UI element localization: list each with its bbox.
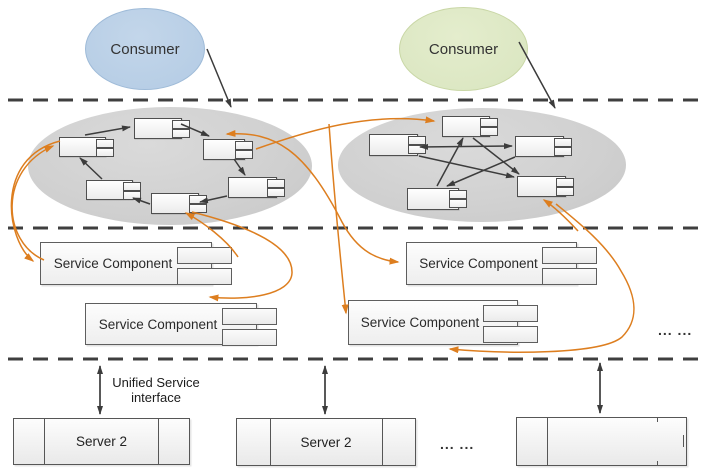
- component-tab: [556, 187, 574, 196]
- component-icon: [59, 137, 114, 157]
- component-icon: [515, 136, 572, 157]
- service-component-box-2: Service Component: [85, 303, 277, 346]
- server-divider: [547, 417, 548, 466]
- component-tab: [480, 118, 498, 127]
- server-box-3: [516, 417, 687, 466]
- component-tab: [235, 141, 253, 150]
- component-tab: [408, 136, 426, 145]
- component-tab: [189, 204, 207, 213]
- consumer-ellipse-left: Consumer: [85, 8, 205, 90]
- component-icon: [203, 139, 253, 160]
- server-divider: [382, 418, 383, 466]
- component-tab: [267, 179, 285, 188]
- service-component-box-3: Service Component: [406, 242, 597, 285]
- component-tab: [222, 329, 277, 346]
- component-tab: [408, 145, 426, 154]
- component-tab: [235, 150, 253, 159]
- component-tab: [480, 127, 498, 136]
- service-component-label: Service Component: [53, 256, 173, 271]
- server-divider: [270, 418, 271, 466]
- component-tab: [542, 268, 597, 285]
- service-component-box-4: Service Component: [348, 300, 538, 345]
- server-divider: [158, 418, 159, 465]
- consumer-label: Consumer: [428, 40, 499, 58]
- component-tab: [177, 268, 232, 285]
- server-box-2: Server 2: [236, 418, 416, 466]
- component-icon: [134, 118, 190, 139]
- consumer-arrow-left: [206, 48, 232, 108]
- component-tab: [177, 247, 232, 264]
- ellipsis-right: ... ...: [658, 322, 693, 338]
- server-divider: [657, 461, 658, 465]
- component-tab: [483, 326, 538, 343]
- component-icon: [517, 176, 574, 197]
- component-tab: [542, 247, 597, 264]
- server-box-1: Server 2: [13, 418, 190, 465]
- component-tab: [189, 195, 207, 204]
- ellipsis-bottom: ... ...: [440, 436, 475, 452]
- component-tab: [172, 120, 190, 129]
- server-divider: [44, 418, 45, 465]
- server-label: Server 2: [300, 434, 352, 450]
- server-divider: [657, 418, 658, 422]
- component-tab: [267, 188, 285, 197]
- component-tab: [449, 199, 467, 208]
- component-tab: [123, 191, 141, 200]
- unified-service-interface-label: Unified Service interface: [108, 375, 204, 405]
- component-tab: [96, 139, 114, 148]
- component-tab: [96, 148, 114, 157]
- component-icon: [369, 134, 426, 156]
- component-icon: [86, 180, 141, 200]
- component-icon: [442, 116, 498, 137]
- consumer-label: Consumer: [110, 40, 180, 58]
- component-icon: [151, 193, 207, 214]
- component-tab: [554, 138, 572, 147]
- unified-service-interface-line1: Unified Service: [112, 375, 200, 390]
- component-icon: [407, 188, 467, 210]
- black-arrows: [79, 41, 603, 415]
- component-tab: [123, 182, 141, 191]
- component-tab: [483, 305, 538, 322]
- component-tab: [449, 190, 467, 199]
- service-component-label: Service Component: [360, 315, 480, 330]
- component-icon: [228, 177, 285, 198]
- consumer-ellipse-right: Consumer: [399, 7, 528, 91]
- service-component-box-1: Service Component: [40, 242, 232, 285]
- component-tab: [554, 147, 572, 156]
- unified-service-interface-line2: interface: [131, 390, 181, 405]
- component-tab: [556, 178, 574, 187]
- component-tab: [172, 129, 190, 138]
- server-label: Server 2: [75, 434, 128, 449]
- server-divider: [683, 435, 684, 447]
- service-component-label: Service Component: [419, 256, 538, 271]
- service-component-label: Service Component: [98, 316, 218, 332]
- component-tab: [222, 308, 277, 325]
